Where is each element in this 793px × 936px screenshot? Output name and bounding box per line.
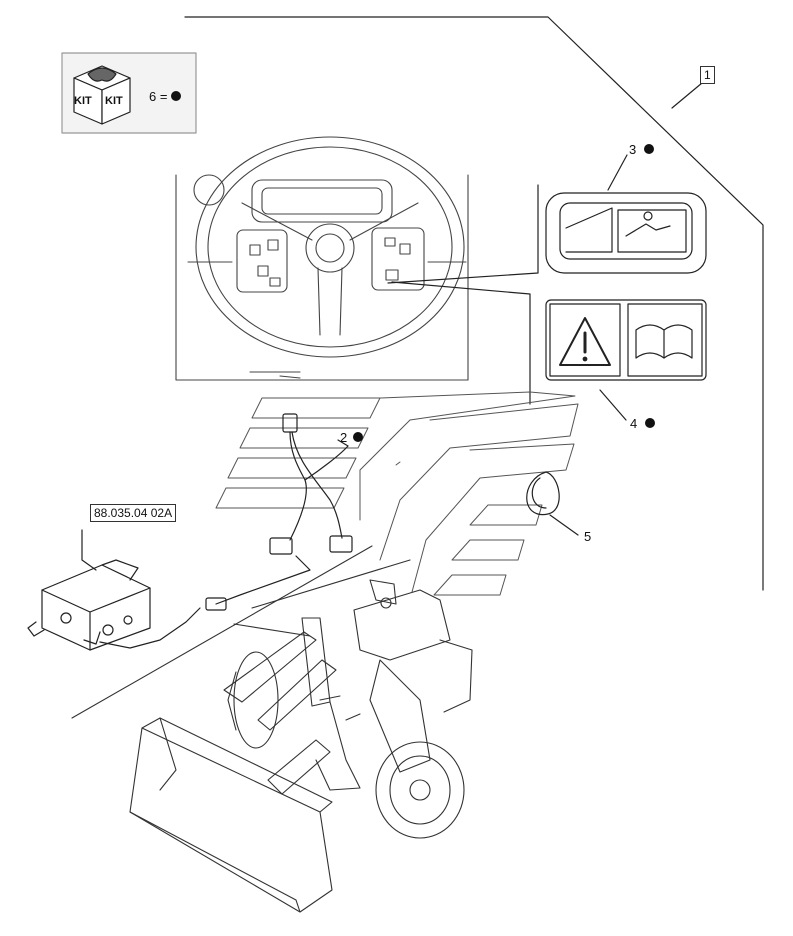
front-loader — [71, 545, 473, 913]
leader-line-decal4 — [599, 389, 627, 421]
item2-dot — [353, 432, 363, 442]
warning-decal — [545, 299, 707, 381]
item3-dot — [644, 144, 654, 154]
wiring-harness — [99, 413, 353, 649]
switch-decal — [545, 192, 707, 274]
leader-line-item2 — [337, 439, 349, 447]
steering-wheel — [175, 136, 469, 381]
callout-item1: 1 — [700, 66, 715, 84]
callout-item3: 3 — [629, 142, 637, 157]
callout-item5: 5 — [584, 529, 592, 544]
leader-line-item3 — [387, 184, 539, 284]
kit-dot — [171, 91, 181, 101]
reference-callout: 88.035.04 02A — [90, 504, 177, 522]
leader-line-item4 — [391, 281, 531, 405]
leader-line-decal3 — [607, 154, 628, 191]
kit-badge-left: KIT — [74, 95, 92, 107]
callout-item4: 4 — [630, 416, 638, 431]
kit-legend: 6 = — [149, 89, 168, 104]
kit-badge-right: KIT — [105, 95, 123, 107]
hydraulic-valve — [27, 529, 151, 651]
leader-line-item1 — [184, 16, 764, 591]
callout-item2: 2 — [340, 430, 348, 445]
leader-line-item5 — [549, 514, 579, 536]
item4-dot — [645, 418, 655, 428]
decal-stripes — [215, 391, 579, 596]
cable-clip — [526, 471, 560, 516]
